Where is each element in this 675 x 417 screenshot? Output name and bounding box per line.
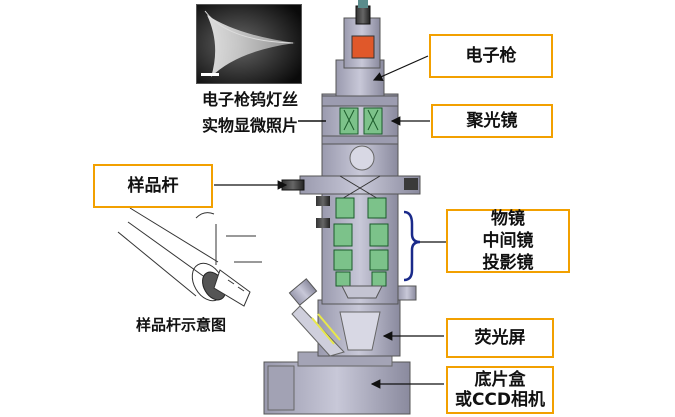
lenses-label: 物镜 中间镜 投影镜 bbox=[446, 209, 570, 273]
objective-lens-label: 物镜 bbox=[491, 209, 525, 229]
sample-rod-caption: 样品杆示意图 bbox=[136, 316, 227, 334]
camera-label: 底片盒 或CCD相机 bbox=[446, 366, 554, 414]
intermediate-lens-label: 中间镜 bbox=[482, 231, 534, 251]
projector-lens-label: 投影镜 bbox=[482, 253, 534, 273]
electron-gun-label: 电子枪 bbox=[429, 34, 553, 78]
filament-micrograph bbox=[196, 4, 302, 84]
screen-label: 荧光屏 bbox=[446, 318, 554, 358]
filament-caption-line2: 实物显微照片 bbox=[202, 116, 299, 135]
sample-rod-label: 样品杆 bbox=[93, 164, 213, 208]
ccd-camera-label: 或CCD相机 bbox=[454, 390, 546, 410]
condenser-label: 聚光镜 bbox=[431, 104, 553, 138]
filament-caption-line1: 电子枪钨灯丝 bbox=[202, 90, 299, 109]
film-box-label: 底片盒 bbox=[474, 370, 526, 390]
